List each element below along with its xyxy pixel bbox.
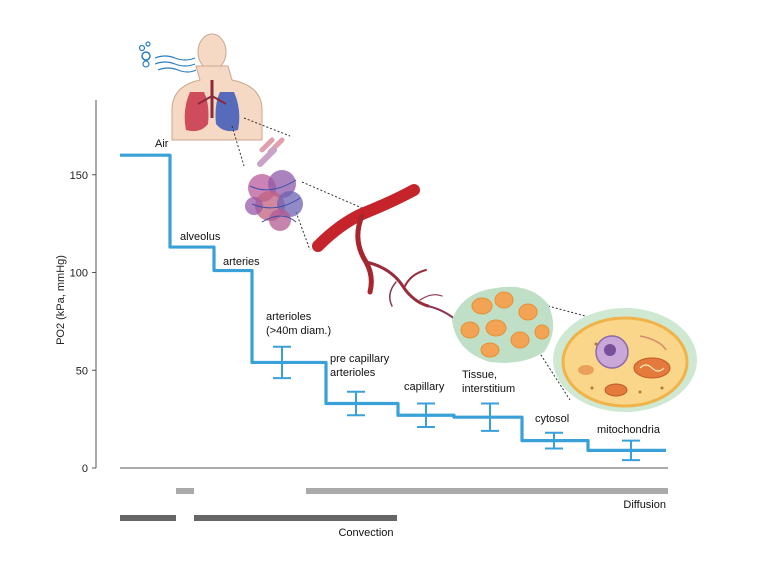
error-bar <box>417 402 435 428</box>
stage-label: arteries <box>223 256 260 268</box>
stage-label: capillary <box>404 381 445 393</box>
po2-step-line <box>120 153 666 453</box>
y-tick-label: 50 <box>76 365 88 377</box>
cell-mitochondria-icon <box>553 308 697 412</box>
stage-label: Air <box>155 138 169 150</box>
error-bar <box>481 402 499 432</box>
error-bar <box>273 345 291 380</box>
stage-label: Tissue,interstitium <box>462 369 515 395</box>
po2-series <box>120 153 666 462</box>
stage-label: arterioles(>40m diam.) <box>266 311 331 337</box>
y-tick-label: 100 <box>70 268 88 280</box>
y-axis-label: PO2 (kPa, mmHg) <box>55 255 67 345</box>
artery-branch-icon <box>312 184 457 321</box>
convection-bar <box>120 515 176 521</box>
convection-label: Convection <box>338 527 393 539</box>
diffusion-bar <box>176 488 194 494</box>
illustrations <box>138 33 697 412</box>
error-bar <box>545 431 563 450</box>
stage-label: mitochondria <box>597 424 661 436</box>
error-bar <box>622 439 640 462</box>
diffusion-bar <box>306 488 668 494</box>
human-torso-lungs-icon <box>171 33 263 141</box>
stage-label: cytosol <box>535 413 569 425</box>
oxygen-breath-icon <box>138 41 197 73</box>
diffusion-label: Diffusion <box>623 499 666 511</box>
convection-bar <box>194 515 397 521</box>
y-tick-label: 150 <box>70 170 88 182</box>
error-bar <box>347 390 365 417</box>
alveolus-cluster-icon <box>245 137 303 231</box>
tissue-cells-icon <box>452 286 554 363</box>
stage-labels: Air alveolus arteries arterioles(>40m diam.… <box>155 138 661 436</box>
stage-label: alveolus <box>180 231 221 243</box>
y-tick-label: 0 <box>82 463 88 475</box>
